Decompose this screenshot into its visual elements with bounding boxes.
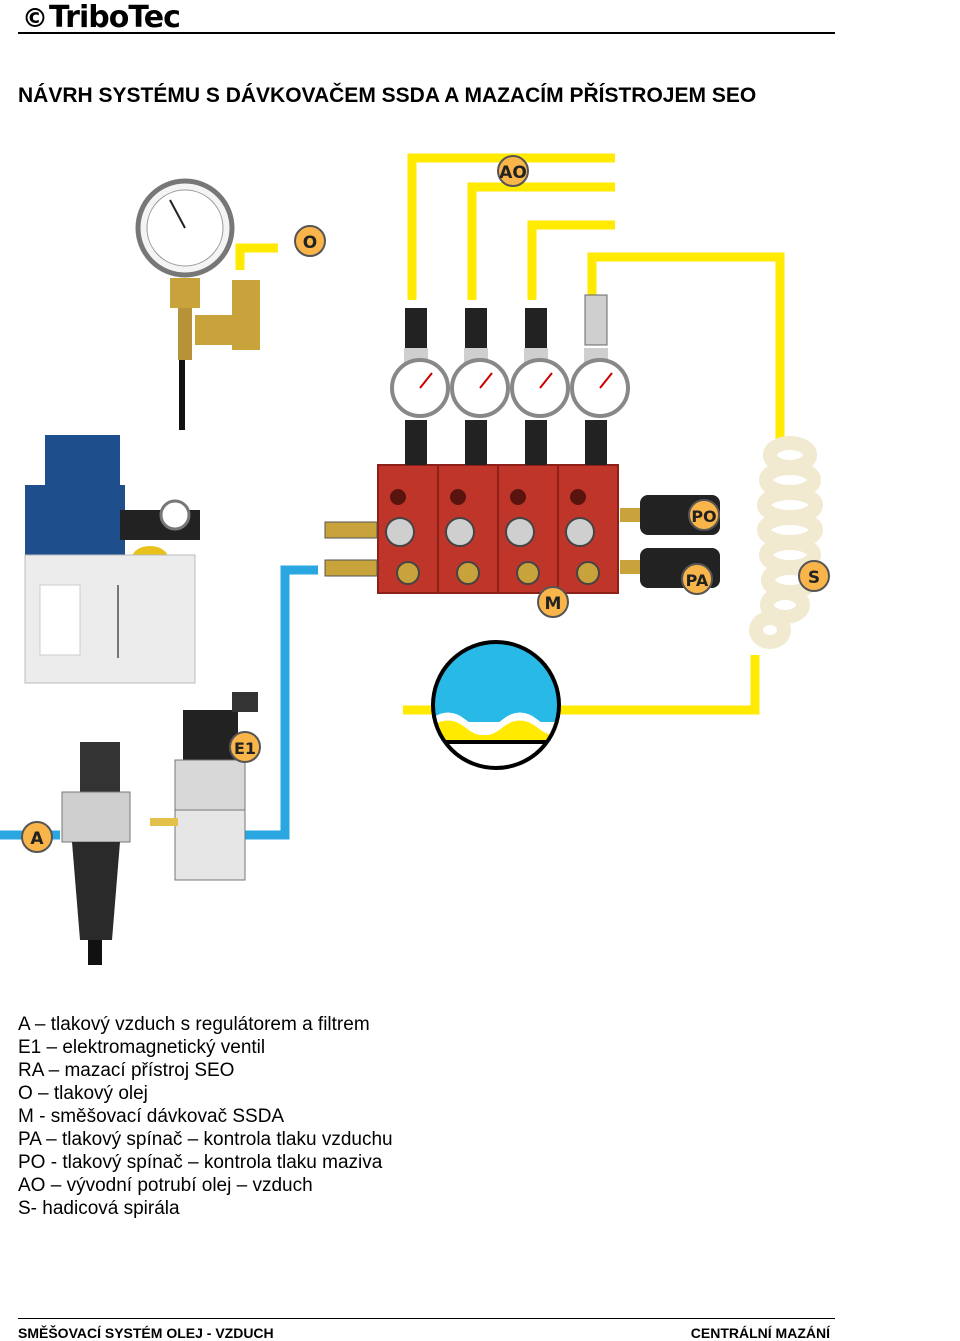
legend-item-e1: E1 – elektromagnetický ventil xyxy=(18,1037,266,1058)
outlet-gauges xyxy=(390,294,630,465)
badge-o-text: O xyxy=(303,233,317,253)
legend-item-pa: PA – tlakový spínač – kontrola tlaku vzd… xyxy=(18,1129,393,1150)
footer-left-text: SMĚŠOVACÍ SYSTÉM OLEJ - VZDUCH xyxy=(18,1325,274,1341)
legend-item-s: S- hadicová spirála xyxy=(18,1198,180,1219)
oil-pressure-gauge xyxy=(135,178,260,430)
badge-pa: PA xyxy=(681,563,713,595)
badge-s: S xyxy=(798,560,830,592)
badge-pa-text: PA xyxy=(686,571,709,590)
badge-po-text: PO xyxy=(691,507,716,526)
badge-ao: AO xyxy=(497,155,529,187)
legend-item-po: PO - tlakový spínač – kontrola tlaku maz… xyxy=(18,1152,383,1173)
legend-item-a: A – tlakový vzduch s regulátorem a filtr… xyxy=(18,1014,370,1035)
mixing-distributor xyxy=(324,464,619,594)
header-rule xyxy=(18,32,835,34)
badge-a: A xyxy=(21,821,53,853)
badge-e1: E1 xyxy=(229,731,261,763)
legend-item-ao: AO – vývodní potrubí olej – vzduch xyxy=(18,1175,313,1196)
badge-m: M xyxy=(537,586,569,618)
legend-item-m: M - směšovací dávkovač SSDA xyxy=(18,1106,285,1127)
solenoid-valve xyxy=(150,692,258,881)
system-diagram: AO O PO PA S M E1 A xyxy=(0,153,830,965)
filter-regulator xyxy=(61,742,131,965)
copyright-circle-icon: © xyxy=(22,4,48,34)
footer-right-text: CENTRÁLNÍ MAZÁNÍ xyxy=(690,1325,830,1341)
lubricator-unit xyxy=(24,435,200,684)
legend-item-ra: RA – mazací přístroj SEO xyxy=(18,1060,235,1081)
badge-ao-text: AO xyxy=(499,163,527,183)
badge-m-text: M xyxy=(545,594,562,614)
oil-tank-symbol xyxy=(431,640,561,770)
logo-text: TriboTec xyxy=(49,0,181,35)
legend-item-o: O – tlakový olej xyxy=(18,1083,148,1104)
hose-spiral xyxy=(749,436,823,649)
badge-s-text: S xyxy=(808,568,820,588)
badge-o: O xyxy=(294,225,326,257)
footer-rule xyxy=(18,1318,835,1319)
badge-po: PO xyxy=(688,499,720,531)
document-title: NÁVRH SYSTÉMU S DÁVKOVAČEM SSDA A MAZACÍ… xyxy=(18,84,757,107)
legend: A – tlakový vzduch s regulátorem a filtr… xyxy=(18,1013,393,1220)
badge-a-text: A xyxy=(30,829,44,849)
badge-e1-text: E1 xyxy=(234,739,256,758)
tribotec-logo: ©TriboTec xyxy=(22,0,181,35)
